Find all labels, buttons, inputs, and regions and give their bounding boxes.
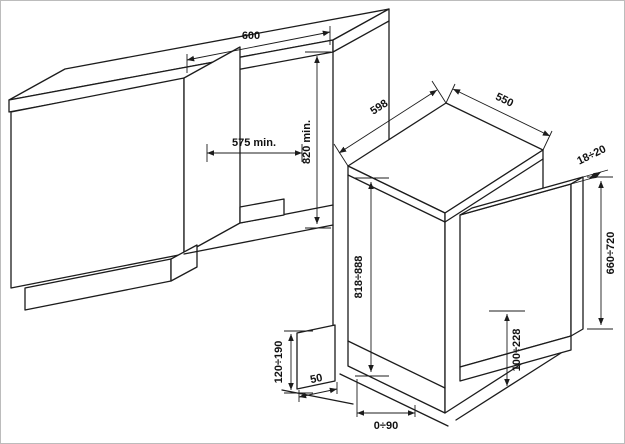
extension-line <box>333 143 349 167</box>
dim-label-niche-width: 600 <box>242 30 260 42</box>
dim-label-plinth-depth: 50 <box>309 372 323 386</box>
floor-line-front <box>339 373 449 427</box>
dim-label-plinth-height: 120÷190 <box>273 341 285 384</box>
dimension-line <box>186 30 331 62</box>
dimension-panel-height: 660÷720 <box>587 176 617 330</box>
left-cabinet <box>10 46 241 311</box>
dim-label-body-width: 550 <box>493 91 515 110</box>
door-panel-plinth-strip <box>459 335 572 382</box>
dimension-body-height: 818÷888 <box>353 177 389 377</box>
dim-label-body-depth: 598 <box>368 97 390 117</box>
niche-floor-front-edge <box>183 224 334 255</box>
dim-label-base-clearance: 100÷228 <box>511 329 523 372</box>
dim-label-niche-depth: 575 min. <box>232 137 276 149</box>
dimension-base-clearance: 100÷228 <box>489 310 525 386</box>
dimension-plinth-depth: 50 <box>298 372 338 402</box>
dim-label-body-height: 818÷888 <box>353 256 365 299</box>
dimension-line <box>452 88 551 137</box>
dimension-line <box>338 89 438 154</box>
cabinet-plinth-side <box>170 244 198 282</box>
dimension-niche-width: 600 <box>186 26 331 73</box>
extension-line <box>542 130 553 151</box>
dimension-niche-depth: 575 min. <box>206 137 303 162</box>
door-top-line-front <box>347 174 446 223</box>
floor-line-side <box>455 352 562 421</box>
cabinet-side-plinth-board <box>296 324 336 390</box>
cabinet-side-face <box>183 46 241 255</box>
floor-line-left <box>281 389 354 405</box>
extension-line <box>431 80 447 104</box>
niche-back-skirting-step <box>239 198 285 224</box>
extension-line <box>445 83 456 104</box>
dimension-niche-height: 820 min. <box>301 51 331 229</box>
extension-line <box>582 169 609 178</box>
niche-opening <box>183 20 390 405</box>
dimension-panel-thickness: 18÷20 <box>570 143 609 185</box>
dim-label-panel-height: 660÷720 <box>605 232 617 275</box>
door-top-line-side <box>444 158 544 223</box>
door-panel-right-edge <box>570 176 584 337</box>
kick-line-front <box>347 340 446 389</box>
door-panel <box>459 176 584 382</box>
dim-label-panel-thickness: 18÷20 <box>575 143 608 167</box>
dim-label-niche-height: 820 min. <box>301 120 313 164</box>
dim-label-rear-adjust: 0÷90 <box>374 420 398 432</box>
dimension-line <box>298 387 338 399</box>
dimension-line <box>588 171 602 180</box>
cabinet-front-face <box>10 77 185 289</box>
dimension-rear-adjust: 0÷90 <box>356 379 416 432</box>
